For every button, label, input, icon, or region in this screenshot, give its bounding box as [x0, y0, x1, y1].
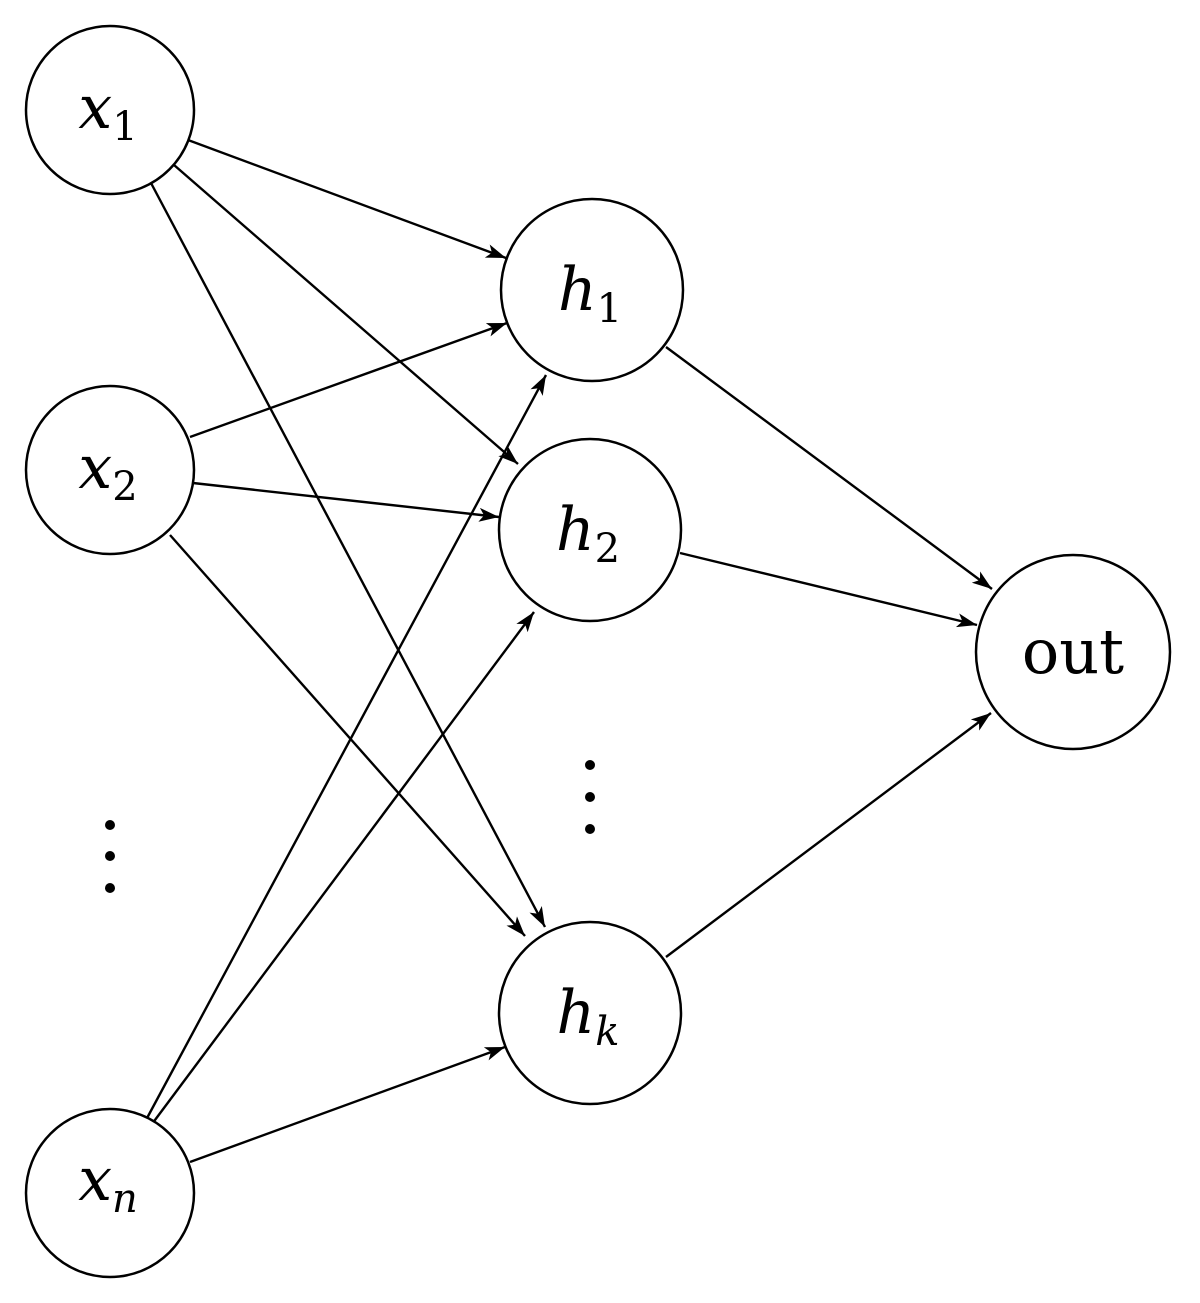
node-out: out	[974, 553, 1172, 751]
hidden-ellipsis	[585, 760, 595, 834]
svg-text:x1: x1	[78, 73, 137, 150]
node-x1-sub: 1	[112, 104, 137, 150]
svg-text:h2: h2	[556, 495, 620, 572]
edge-xn-h2	[151, 611, 535, 1125]
edge-x2-hk	[169, 534, 526, 937]
node-xn: xn	[24, 1107, 196, 1279]
node-h1-base: h	[558, 255, 597, 325]
edge-h1-out	[665, 346, 993, 590]
node-xn-sub: n	[112, 1176, 138, 1222]
node-h1-sub: 1	[597, 286, 622, 332]
node-out-label: out	[1022, 615, 1124, 688]
node-x2-base: x	[78, 433, 112, 503]
edges	[144, 138, 993, 1164]
svg-text:xn: xn	[78, 1145, 138, 1222]
node-h2-base: h	[556, 495, 595, 565]
edge-h2-out	[679, 551, 978, 628]
node-hk-sub: k	[595, 1009, 619, 1055]
node-x2: x2	[24, 384, 196, 556]
edge-hk-out	[665, 712, 992, 958]
edge-xn-hk	[189, 1045, 506, 1164]
node-h2-sub: 2	[595, 526, 620, 572]
edge-x1-h2	[173, 164, 519, 465]
svg-text:x2: x2	[78, 433, 137, 510]
node-x2-sub: 2	[112, 464, 137, 510]
nodes: x1 x2 xn h1 h2	[24, 24, 1172, 1279]
svg-text:h1: h1	[558, 255, 622, 332]
edge-x2-h2	[192, 481, 500, 522]
node-hk-base: h	[557, 978, 596, 1048]
node-h2: h2	[497, 437, 683, 623]
edge-x2-h1	[189, 321, 508, 439]
node-xn-base: x	[78, 1145, 112, 1215]
node-x1: x1	[24, 24, 196, 196]
svg-text:hk: hk	[557, 978, 620, 1055]
node-x1-base: x	[78, 73, 112, 143]
node-h1: h1	[499, 197, 685, 383]
edge-x1-hk	[149, 182, 547, 928]
edge-x1-h1	[187, 138, 507, 260]
input-ellipsis	[105, 820, 115, 893]
node-hk: hk	[497, 920, 683, 1106]
edge-xn-h1	[144, 374, 548, 1121]
